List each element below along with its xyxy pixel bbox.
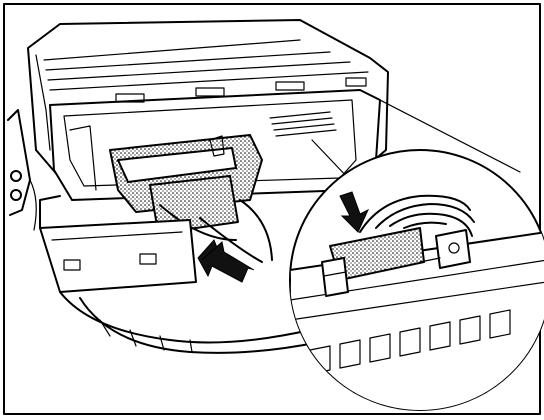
detail-arrow-icon [339, 191, 370, 233]
wiring-connector-plug [109, 134, 273, 263]
wire-harness [39, 195, 321, 354]
leader-line [311, 139, 351, 181]
mounting-bracket [7, 109, 37, 231]
arrow-icon [201, 241, 255, 271]
figure-border [3, 3, 541, 415]
leader-line [379, 99, 521, 173]
detail-inset [289, 149, 544, 411]
